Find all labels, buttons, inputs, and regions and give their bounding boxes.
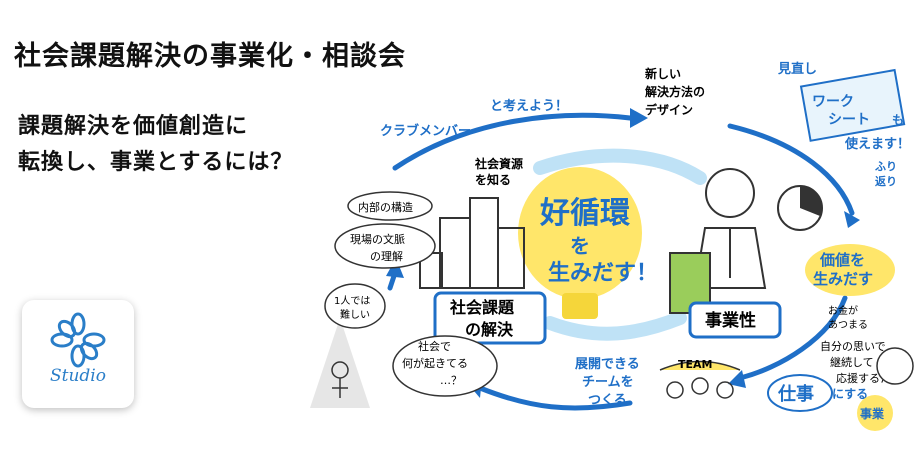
inner-cycle-top: [533, 148, 707, 185]
money-line2: あつまる: [828, 319, 868, 331]
thinking-person-illustration: [876, 347, 914, 385]
ni-suru-text: にする: [832, 387, 868, 401]
team-banner: TEAM: [678, 358, 712, 371]
cycle-arrow-top: [392, 112, 633, 171]
logo-text: Studio: [50, 366, 106, 386]
social-issue-box: [433, 291, 547, 345]
new-solution-line2: 解決方法の: [645, 84, 705, 99]
pie-chart-icon: [777, 185, 823, 231]
worksheet-line1: ワーク: [812, 94, 854, 110]
lightbulb-shape: [518, 167, 642, 299]
team-build-line2: チームを: [582, 375, 634, 390]
worksheet-line2: シート: [828, 112, 870, 128]
reflect-line2: 返り: [875, 174, 897, 188]
use-text: 使えます！: [844, 136, 910, 152]
club-members-text: クラブメンバー: [380, 123, 471, 139]
money-line1: お金が: [828, 304, 858, 317]
social-resources-line1: 社会資源: [474, 156, 523, 171]
business-small-text: 事業: [860, 406, 885, 421]
virtuous-cycle-text: 好循環: [539, 196, 631, 231]
subtitle-line-1: 課題解決を価値創造に: [18, 114, 249, 139]
own-thoughts-line1: 自分の思いで: [820, 340, 886, 353]
team-build-line3: つくる: [588, 393, 627, 408]
internal-structure-text: 内部の構造: [358, 200, 413, 214]
reflect-line1: ふり: [875, 160, 897, 173]
review-text: 見直し: [777, 61, 817, 77]
spotlight-person-illustration: [310, 318, 370, 408]
team-people-icon: [666, 377, 734, 399]
flower-icon: [50, 312, 106, 368]
inner-cycle-bottom: [543, 311, 687, 341]
businessman-illustration: [693, 168, 767, 289]
cycle-arrow-bottom: [477, 385, 633, 411]
society-line2: 何が起きてる: [402, 356, 468, 370]
new-solution-line1: 新しい: [645, 66, 681, 81]
graphic-recording-illustration: 好循環 を 生みだす！ 社会課題 の解決 事業性 価値を 生みだす お金が あつ…: [310, 61, 914, 431]
cycle-arrow-lower-right: [737, 295, 848, 381]
wo-text: を: [570, 234, 590, 258]
page-title: 社会課題解決の事業化・相談会: [14, 41, 406, 72]
value-bubble: [805, 244, 895, 296]
context-line1: 現場の文脈: [350, 232, 405, 246]
create-text: 生みだす！: [548, 261, 658, 286]
alone-line2: 難しい: [340, 308, 370, 321]
context-line2: の理解: [370, 249, 403, 263]
social-issue-line1: 社会課題: [449, 298, 515, 317]
business-label: 事業性: [705, 310, 756, 331]
value-line2: 生みだす: [813, 270, 873, 288]
alone-line1: 1人では: [334, 295, 370, 307]
work-text: 仕事: [777, 383, 814, 405]
subtitle-line-2: 転換し、事業とするには？: [18, 150, 294, 175]
worksheet-box: [799, 68, 906, 142]
city-buildings-icon: [419, 197, 525, 289]
team-build-line1: 展開できる: [575, 357, 640, 372]
studio-logo[interactable]: Studio: [22, 300, 134, 408]
worksheet-line3: も: [892, 113, 904, 127]
business-box: [688, 301, 782, 339]
thinking-text: と考えよう！: [490, 98, 568, 114]
society-line3: …？: [440, 374, 462, 387]
value-line1: 価値を: [819, 251, 865, 269]
cycle-arrow-right: [727, 123, 855, 216]
society-line1: 社会で: [418, 339, 451, 353]
new-solution-line3: デザイン: [645, 102, 693, 117]
social-resources-line2: を知る: [475, 172, 511, 187]
social-issue-line2: の解決: [465, 320, 514, 339]
own-thoughts-line2: 継続して: [830, 355, 874, 369]
